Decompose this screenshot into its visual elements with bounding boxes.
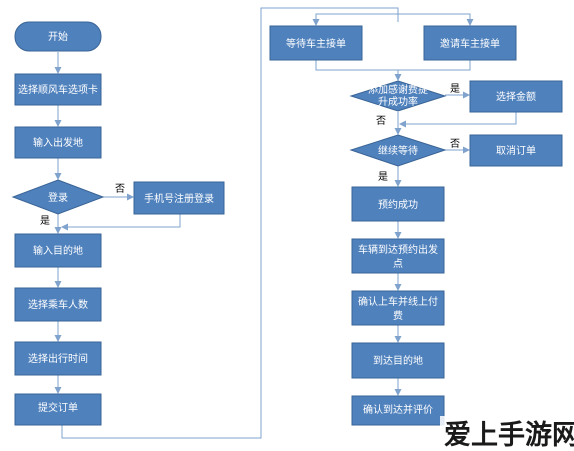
- node-start-label: 开始: [48, 30, 68, 43]
- node-login-label: 登录: [48, 191, 68, 204]
- node-continue-wait-label: 继续等待: [378, 144, 418, 157]
- label-wait-yes: 是: [378, 171, 388, 183]
- node-confirm-pay-label-1: 确认上车并线上付: [358, 295, 438, 308]
- node-select-time-label: 选择出行时间: [28, 352, 88, 365]
- node-add-fee-label-2: 升成功率: [378, 95, 418, 108]
- node-confirm-review: 确认到达并评价: [351, 395, 445, 426]
- watermark-text: 爱上手游网: [444, 420, 574, 451]
- node-vehicle-arrived-label-2: 点: [393, 258, 403, 270]
- node-select-passengers: 选择乘车人数: [14, 287, 102, 322]
- node-cancel-order: 取消订单: [469, 134, 563, 167]
- node-select-tab-label: 选择顺风车选项卡: [18, 83, 98, 96]
- watermark: 爱上手游网: [440, 416, 574, 451]
- node-phone-register-label: 手机号注册登录: [144, 192, 214, 205]
- node-booked-label: 预约成功: [378, 198, 418, 211]
- label-fee-yes: 是: [450, 83, 460, 95]
- label-login-no: 否: [115, 183, 125, 195]
- node-input-origin-label: 输入出发地: [33, 136, 83, 149]
- node-submit-order: 提交订单: [14, 393, 102, 426]
- node-wait-driver-label: 等待车主接单: [286, 37, 346, 50]
- node-login-decision: 登录: [11, 179, 105, 215]
- node-phone-register: 手机号注册登录: [133, 181, 225, 215]
- node-input-destination-label: 输入目的地: [33, 244, 83, 257]
- node-confirm-pay: 确认上车并线上付 费: [351, 290, 445, 326]
- node-arrive-destination: 到达目的地: [351, 342, 445, 379]
- node-select-passengers-label: 选择乘车人数: [28, 298, 88, 311]
- label-login-yes: 是: [40, 215, 50, 227]
- label-fee-no: 否: [376, 115, 386, 127]
- node-vehicle-arrived: 车辆到达预约出发 点: [351, 238, 445, 274]
- node-confirm-pay-label-2: 费: [393, 309, 403, 322]
- node-start: 开始: [14, 21, 102, 52]
- label-wait-no: 否: [450, 138, 460, 150]
- node-continue-wait-decision: 继续等待: [349, 134, 447, 167]
- node-wait-driver: 等待车主接单: [269, 25, 363, 61]
- edges-right: [315, 60, 517, 396]
- node-submit-order-label: 提交订单: [38, 401, 78, 414]
- node-vehicle-arrived-label-1: 车辆到达预约出发: [358, 243, 438, 256]
- node-booked: 预约成功: [351, 186, 445, 222]
- node-invite-driver-label: 邀请车主接单: [440, 37, 500, 50]
- node-confirm-review-label: 确认到达并评价: [363, 403, 433, 416]
- node-select-amount-label: 选择金额: [496, 90, 536, 103]
- node-invite-driver: 邀请车主接单: [423, 25, 517, 61]
- node-cancel-order-label: 取消订单: [496, 144, 536, 157]
- node-arrive-destination-label: 到达目的地: [373, 354, 423, 367]
- node-select-time: 选择出行时间: [14, 341, 102, 376]
- node-select-tab: 选择顺风车选项卡: [14, 73, 102, 106]
- node-add-fee-decision: 添加感谢费提 升成功率: [349, 80, 447, 112]
- node-input-origin: 输入出发地: [14, 126, 102, 159]
- node-add-fee-label-1: 添加感谢费提: [368, 83, 428, 96]
- node-input-destination: 输入目的地: [14, 233, 102, 268]
- node-select-amount: 选择金额: [469, 80, 563, 113]
- edges-left: [54, 7, 474, 439]
